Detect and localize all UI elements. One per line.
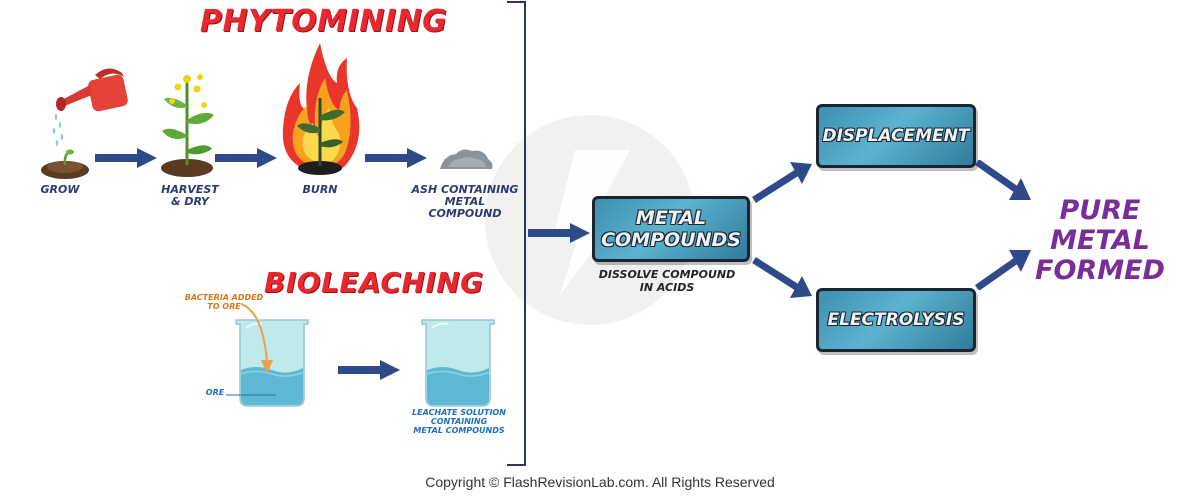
- flowering-plant-icon: [161, 74, 214, 177]
- curved-arrow-icon: [240, 303, 273, 374]
- dry-label: & DRY: [171, 195, 209, 208]
- watering-can-icon: [52, 68, 128, 146]
- arrow-icon: [215, 148, 277, 168]
- ash-label-line2: METAL: [444, 195, 486, 208]
- arrow-icon: [95, 148, 157, 168]
- arrow-icon: [528, 223, 590, 243]
- bacteria-label-line1: BACTERIA ADDED: [184, 293, 264, 302]
- leachate-label: LEACHATE SOLUTION CONTAINING METAL COMPO…: [406, 408, 512, 435]
- metal-compounds-line2: COMPOUNDS: [601, 229, 741, 251]
- fire-icon: [282, 43, 360, 175]
- ash-pile-icon: [440, 149, 493, 169]
- seedling-icon: [41, 149, 89, 179]
- ore-label: ORE: [205, 388, 225, 397]
- dissolve-label-line1: DISSOLVE COMPOUND: [598, 268, 736, 281]
- leachate-label-line2: CONTAINING: [430, 417, 488, 426]
- electrolysis-box: ELECTROLYSIS: [816, 288, 976, 352]
- beaker-icon: [421, 319, 495, 407]
- bacteria-label: BACTERIA ADDED TO ORE: [178, 293, 270, 311]
- pure-metal-line1: PURE METAL: [1050, 195, 1150, 256]
- arrow-icon: [365, 148, 427, 168]
- burn-label: BURN: [302, 183, 338, 196]
- ash-label: ASH CONTAINING METAL COMPOUND: [405, 184, 525, 220]
- ore-pointer-line: [226, 394, 276, 396]
- leachate-label-line1: LEACHATE SOLUTION: [412, 408, 506, 417]
- copyright-footer: Copyright © FlashRevisionLab.com. All Ri…: [425, 474, 775, 490]
- harvest-label: HARVEST: [161, 183, 219, 196]
- leachate-label-line3: METAL COMPOUNDS: [413, 426, 505, 435]
- metal-compounds-box: METAL COMPOUNDS: [592, 196, 750, 262]
- arrow-icon: [752, 162, 812, 203]
- metal-compounds-line1: METAL: [635, 207, 707, 229]
- arrow-icon: [752, 257, 812, 298]
- harvest-dry-label: HARVEST & DRY: [155, 184, 225, 208]
- arrow-icon: [338, 360, 400, 380]
- pure-metal-line2: FORMED: [1035, 255, 1165, 286]
- pure-metal-formed-label: PURE METAL FORMED: [1010, 196, 1190, 286]
- displacement-box: DISPLACEMENT: [816, 104, 976, 168]
- ash-label-line1: ASH CONTAINING: [411, 183, 519, 196]
- ash-label-line3: COMPOUND: [428, 207, 502, 220]
- arrow-icon: [975, 160, 1031, 200]
- arrow-icon: [975, 250, 1031, 290]
- dissolve-label: DISSOLVE COMPOUND IN ACIDS: [582, 268, 752, 294]
- section-bracket: [507, 1, 526, 466]
- phytomining-title: PHYTOMINING: [200, 4, 448, 39]
- bioleaching-title: BIOLEACHING: [264, 266, 484, 299]
- bacteria-label-line2: TO ORE: [207, 302, 241, 311]
- grow-label: GROW: [40, 183, 80, 196]
- dissolve-label-line2: IN ACIDS: [639, 281, 695, 294]
